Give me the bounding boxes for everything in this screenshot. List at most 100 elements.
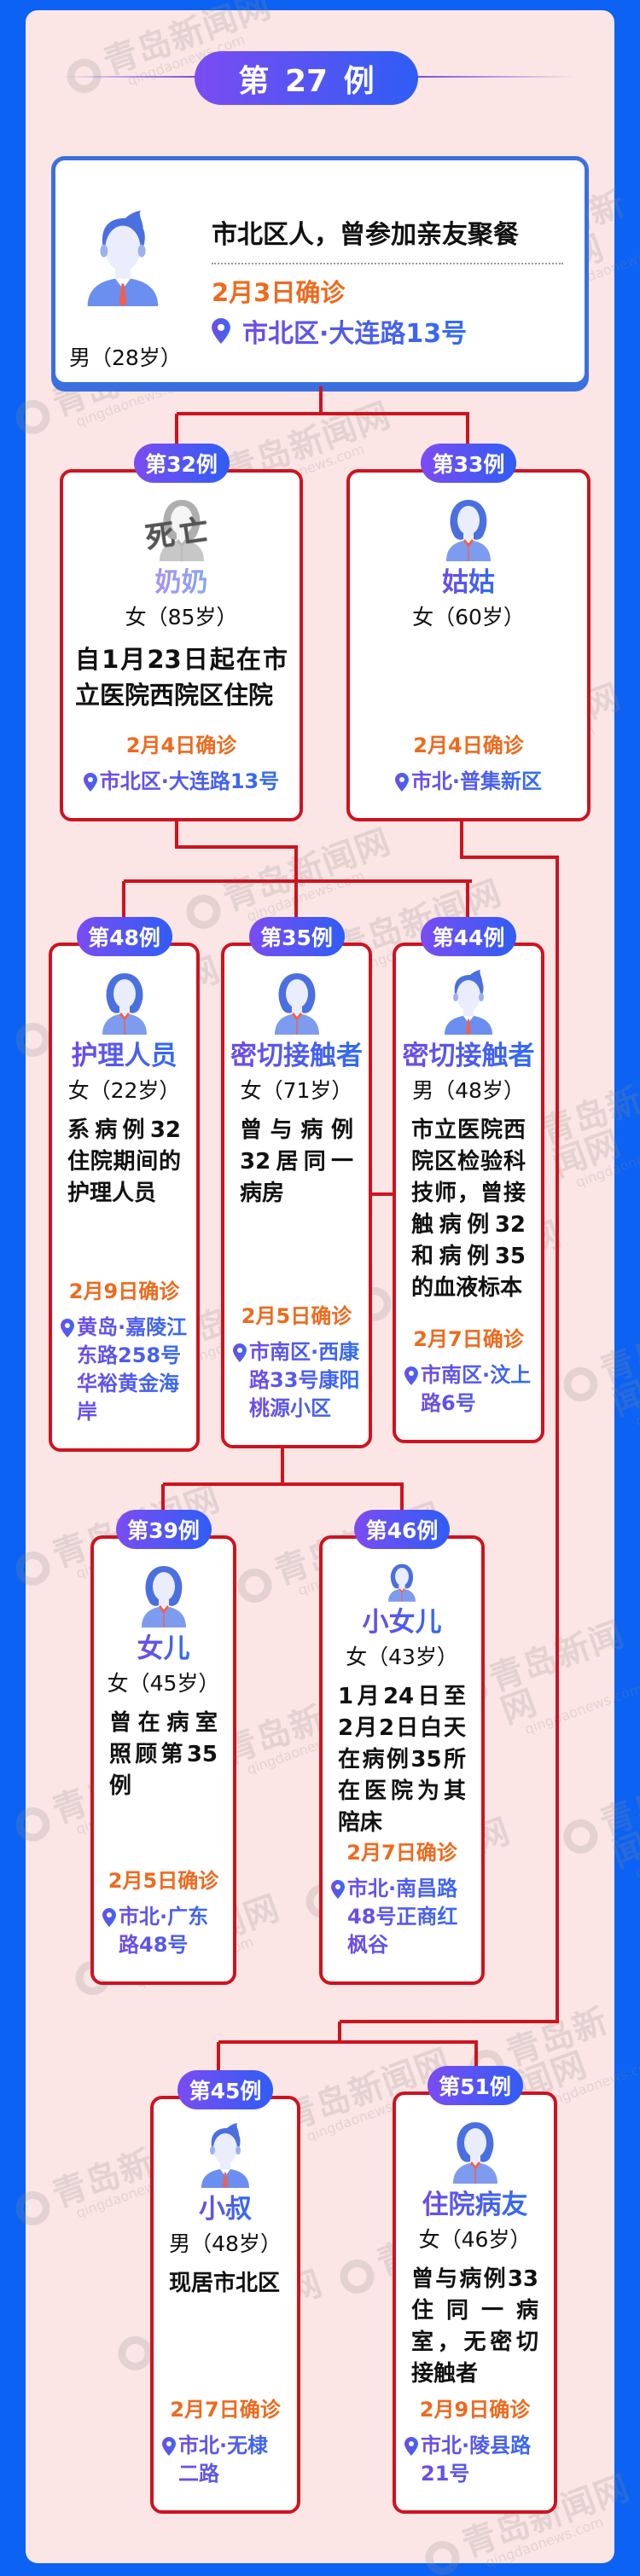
gender-age: 女（45岁） bbox=[107, 1671, 220, 1696]
relation-title: 密切接触者 bbox=[230, 1041, 363, 1071]
location-text: 市北·陵县路21号 bbox=[421, 2432, 545, 2488]
male-avatar-icon bbox=[191, 2121, 259, 2190]
connector-line bbox=[175, 821, 178, 849]
case-footer: 2月7日确诊 市北·南昌路48号正商红枫谷 bbox=[323, 1839, 481, 1981]
connector-line bbox=[294, 847, 298, 923]
confirmed-date: 2月7日确诊 bbox=[413, 1327, 524, 1351]
case-footer: 2月9日确诊 黄岛·嘉陵江东路258号华裕黄金海岸 bbox=[52, 1278, 196, 1448]
location-text: 市北区·大连路13号 bbox=[100, 768, 280, 796]
location-pin-icon bbox=[212, 318, 230, 344]
connector-line bbox=[466, 414, 469, 454]
case-badge: 第46例 bbox=[354, 1510, 450, 1549]
gender-age: 女（85岁） bbox=[125, 605, 238, 629]
case-location: 市北·南昌路48号正商红枫谷 bbox=[323, 1875, 481, 1959]
case-footer: 2月9日确诊 市北·陵县路21号 bbox=[396, 2396, 554, 2510]
case-card-33: 第33例 姑姑 女（60岁） 2月4日确诊 市北·普集新区 bbox=[346, 444, 591, 821]
case-location: 市北区·大连路13号 bbox=[75, 768, 288, 796]
index-case-location-text: 市北区·大连路13号 bbox=[242, 312, 467, 350]
case-footer: 2月5日确诊 市北·广东路48号 bbox=[94, 1867, 233, 1981]
confirmed-date: 2月5日确诊 bbox=[241, 1304, 352, 1328]
case-description: 系病例32住院期间的护理人员 bbox=[67, 1117, 181, 1206]
header-divider-right bbox=[415, 76, 577, 78]
connector-line bbox=[124, 879, 472, 883]
case-location: 黄岛·嘉陵江东路258号华裕黄金海岸 bbox=[52, 1314, 196, 1426]
case-badge: 第51例 bbox=[427, 2066, 523, 2105]
case-description: 现居市北区 bbox=[169, 2271, 281, 2296]
confirmed-date: 2月7日确诊 bbox=[170, 2398, 281, 2422]
location-pin-icon bbox=[404, 1366, 418, 1385]
gender-age: 女（46岁） bbox=[418, 2227, 532, 2252]
case-card-35: 第35例 密切接触者 女（71岁） 曾与病例32居同一病房 2月5日确诊 市南区… bbox=[221, 917, 372, 1448]
case-badge: 第33例 bbox=[421, 444, 516, 483]
case-card-46: 第46例 小女儿 女（43岁） 1月24日至2月2日白天在病例35所在医院为其陪… bbox=[319, 1510, 485, 1985]
female-avatar-icon bbox=[441, 2117, 509, 2185]
connector-line bbox=[460, 821, 463, 859]
confirmed-date: 2月4日确诊 bbox=[125, 734, 237, 757]
location-text: 市北·南昌路48号正商红枫谷 bbox=[347, 1875, 473, 1959]
case-footer: 2月7日确诊 市北·无棣二路 bbox=[154, 2396, 297, 2510]
relation-title: 奶奶 bbox=[154, 567, 208, 598]
index-case-location: 市北区·大连路13号 bbox=[212, 312, 467, 350]
gender-age: 女（60岁） bbox=[412, 605, 525, 629]
relation-title: 小叔 bbox=[199, 2194, 252, 2225]
relation-title: 小女儿 bbox=[362, 1607, 442, 1638]
case-description: 曾与病例32居同一病房 bbox=[240, 1117, 353, 1206]
female-avatar-icon bbox=[368, 1561, 436, 1603]
case-location: 市北·广东路48号 bbox=[94, 1903, 233, 1959]
location-text: 市北·普集新区 bbox=[411, 768, 542, 796]
case-card-32: 第32例 死亡 奶奶 女（85岁） 自1月23日起在市立医院西院区住院 2月4日… bbox=[60, 444, 303, 821]
index-case-card: 男（28岁） 市北区人，曾参加亲友聚餐 2月3日确诊 市北区·大连路13号 bbox=[51, 156, 589, 386]
header-divider-left bbox=[61, 76, 198, 78]
case-badge: 第45例 bbox=[177, 2070, 273, 2109]
male-avatar-icon bbox=[434, 968, 503, 1036]
index-case-description: 市北区人，曾参加亲友聚餐 bbox=[212, 220, 519, 250]
connector-line bbox=[319, 386, 323, 415]
connector-line bbox=[466, 881, 469, 923]
female-avatar-icon bbox=[434, 495, 503, 563]
case-description: 曾在病室照顾第35例 bbox=[109, 1710, 218, 1799]
location-pin-icon bbox=[83, 773, 97, 792]
relation-title: 住院病友 bbox=[422, 2190, 528, 2220]
case-footer: 2月7日确诊 市南区·汶上路6号 bbox=[396, 1326, 541, 1440]
case-location: 市北·普集新区 bbox=[387, 768, 550, 796]
location-pin-icon bbox=[162, 2437, 176, 2456]
connector-line bbox=[372, 1192, 394, 1196]
case-footer: 2月4日确诊 市北区·大连路13号 bbox=[63, 732, 300, 818]
location-text: 市北·无棣二路 bbox=[178, 2432, 288, 2488]
case-card-51: 第51例 住院病友 女（46岁） 曾与病例33住同一病室，无密切接触者 2月9日… bbox=[393, 2066, 557, 2514]
watermark-url: qingdaonews.com bbox=[633, 1824, 640, 1882]
case-description: 自1月23日起在市立医院西院区住院 bbox=[75, 645, 288, 710]
index-case-confirmed-date: 2月3日确诊 bbox=[212, 278, 346, 307]
connector-line bbox=[122, 881, 125, 923]
relation-title: 密切接触者 bbox=[402, 1041, 535, 1071]
connector-line bbox=[161, 1484, 165, 1520]
location-text: 市南区·汶上路6号 bbox=[421, 1361, 532, 1418]
connector-line bbox=[400, 1484, 404, 1520]
confirmed-date: 2月9日确诊 bbox=[68, 1279, 180, 1303]
female-avatar-icon bbox=[130, 1561, 198, 1629]
connector-line bbox=[338, 2022, 341, 2044]
case-badge: 第48例 bbox=[76, 917, 172, 956]
case-description: 市立医院西院区检验科技师，曾接触病例32和病例35的血液标本 bbox=[411, 1117, 526, 1301]
connector-line bbox=[556, 857, 559, 2023]
location-pin-icon bbox=[233, 1343, 247, 1362]
case-location: 市南区·汶上路6号 bbox=[396, 1361, 541, 1418]
case-card-48: 第48例 护理人员 女（22岁） 系病例32住院期间的护理人员 2月9日确诊 黄… bbox=[49, 917, 200, 1452]
connector-line bbox=[462, 856, 559, 859]
case-badge: 第39例 bbox=[115, 1510, 212, 1549]
female-avatar-icon bbox=[90, 968, 159, 1036]
case-location: 市北·无棣二路 bbox=[154, 2432, 297, 2488]
location-text: 市北·广东路48号 bbox=[119, 1903, 224, 1959]
confirmed-date: 2月4日确诊 bbox=[413, 734, 524, 757]
gender-age: 男（48岁） bbox=[412, 1078, 525, 1103]
location-pin-icon bbox=[331, 1880, 345, 1899]
location-pin-icon bbox=[394, 773, 409, 792]
gender-age: 女（71岁） bbox=[240, 1078, 353, 1103]
relation-title: 护理人员 bbox=[71, 1041, 177, 1071]
case-badge: 第35例 bbox=[248, 917, 345, 956]
connector-line bbox=[474, 2042, 478, 2074]
case-card-44: 第44例 密切接触者 男（48岁） 市立医院西院区检验科技师，曾接触病例32和病… bbox=[393, 917, 544, 1443]
case-location: 市北·陵县路21号 bbox=[396, 2432, 554, 2488]
case-description: 曾与病例33住同一病室，无密切接触者 bbox=[411, 2266, 538, 2387]
location-pin-icon bbox=[61, 1319, 74, 1337]
